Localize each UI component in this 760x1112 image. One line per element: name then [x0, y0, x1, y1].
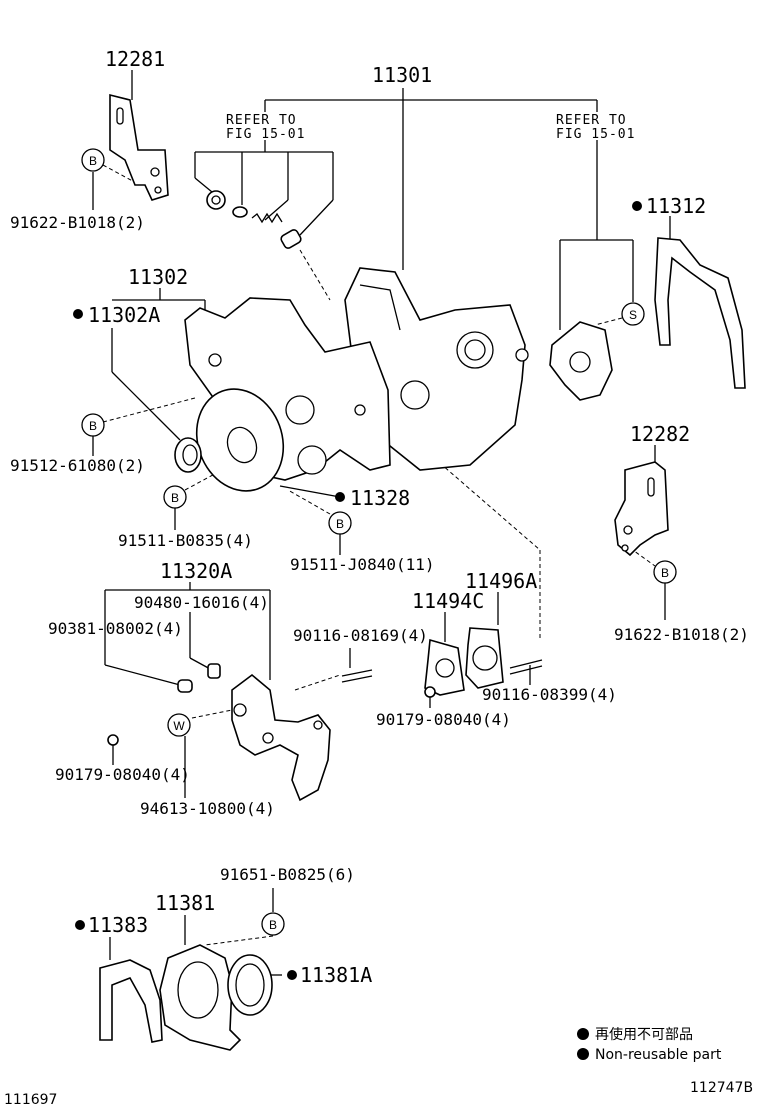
drawing-code-left: 111697	[4, 1092, 57, 1108]
svg-text:B: B	[171, 491, 179, 505]
label-91622-right: 91622-B1018(2)	[614, 625, 749, 644]
label-94613: 94613-10800(4)	[140, 799, 275, 818]
drawing-code-right: 112747B	[690, 1080, 753, 1096]
label-11494C: 11494C	[412, 589, 484, 613]
label-90480: 90480-16016(4)	[134, 593, 269, 612]
label-11381A: 11381A	[300, 963, 372, 987]
label-11381: 11381	[155, 891, 215, 915]
svg-text:B: B	[269, 918, 277, 932]
svg-text:B: B	[661, 566, 669, 580]
label-11328: 11328	[350, 486, 410, 510]
refer-left-line1: REFER TO	[226, 113, 297, 128]
marker-b-91512: B	[81, 413, 105, 437]
label-11496A: 11496A	[465, 569, 537, 593]
label-12281: 12281	[105, 47, 165, 71]
marker-b-91511-b: B	[163, 485, 187, 509]
non-reusable-dots	[73, 201, 642, 980]
label-12282: 12282	[630, 422, 690, 446]
leader-lines	[92, 70, 671, 976]
marker-circles: B S B B B B W B	[81, 148, 677, 936]
svg-text:B: B	[89, 154, 97, 168]
label-91512: 91512-61080(2)	[10, 456, 145, 475]
refer-right-line2: FIG 15-01	[556, 127, 635, 142]
marker-b-91651: B	[261, 912, 285, 936]
marker-w-94613: W	[167, 713, 191, 737]
svg-text:W: W	[173, 719, 185, 733]
marker-s-oil-pump: S	[621, 302, 645, 326]
svg-text:B: B	[336, 517, 344, 531]
refer-right-line1: REFER TO	[556, 113, 627, 128]
label-11320A: 11320A	[160, 559, 232, 583]
legend-en: Non-reusable part	[595, 1047, 722, 1063]
svg-text:S: S	[629, 308, 637, 322]
legend-jp: 再使用不可部品	[595, 1026, 693, 1043]
label-11301: 11301	[372, 63, 432, 87]
oil-pump-relief-parts	[206, 190, 302, 249]
label-11383: 11383	[88, 913, 148, 937]
part-drawings	[99, 93, 746, 1051]
refer-left-line2: FIG 15-01	[226, 127, 305, 142]
marker-b-91622-right: B	[653, 560, 677, 584]
marker-b-91511-j: B	[328, 511, 352, 535]
label-90179-right: 90179-08040(4)	[376, 710, 511, 729]
label-90116-08169: 90116-08169(4)	[293, 626, 428, 645]
marker-b-91622-left: B	[81, 148, 105, 172]
svg-text:B: B	[89, 419, 97, 433]
label-90381: 90381-08002(4)	[48, 619, 183, 638]
label-90116-08399: 90116-08399(4)	[482, 685, 617, 704]
label-91651: 91651-B0825(6)	[220, 865, 355, 884]
label-90179-left: 90179-08040(4)	[55, 765, 190, 784]
legend: 再使用不可部品 Non-reusable part	[577, 1026, 722, 1063]
label-11312: 11312	[646, 194, 706, 218]
label-11302A: 11302A	[88, 303, 160, 327]
label-91511-j0840: 91511-J0840(11)	[290, 555, 435, 574]
label-91511-b0835: 91511-B0835(4)	[118, 531, 253, 550]
label-91622-left: 91622-B1018(2)	[10, 213, 145, 232]
label-11302: 11302	[128, 265, 188, 289]
part-labels: 12281 11301 REFER TO FIG 15-01 REFER TO …	[10, 47, 749, 987]
